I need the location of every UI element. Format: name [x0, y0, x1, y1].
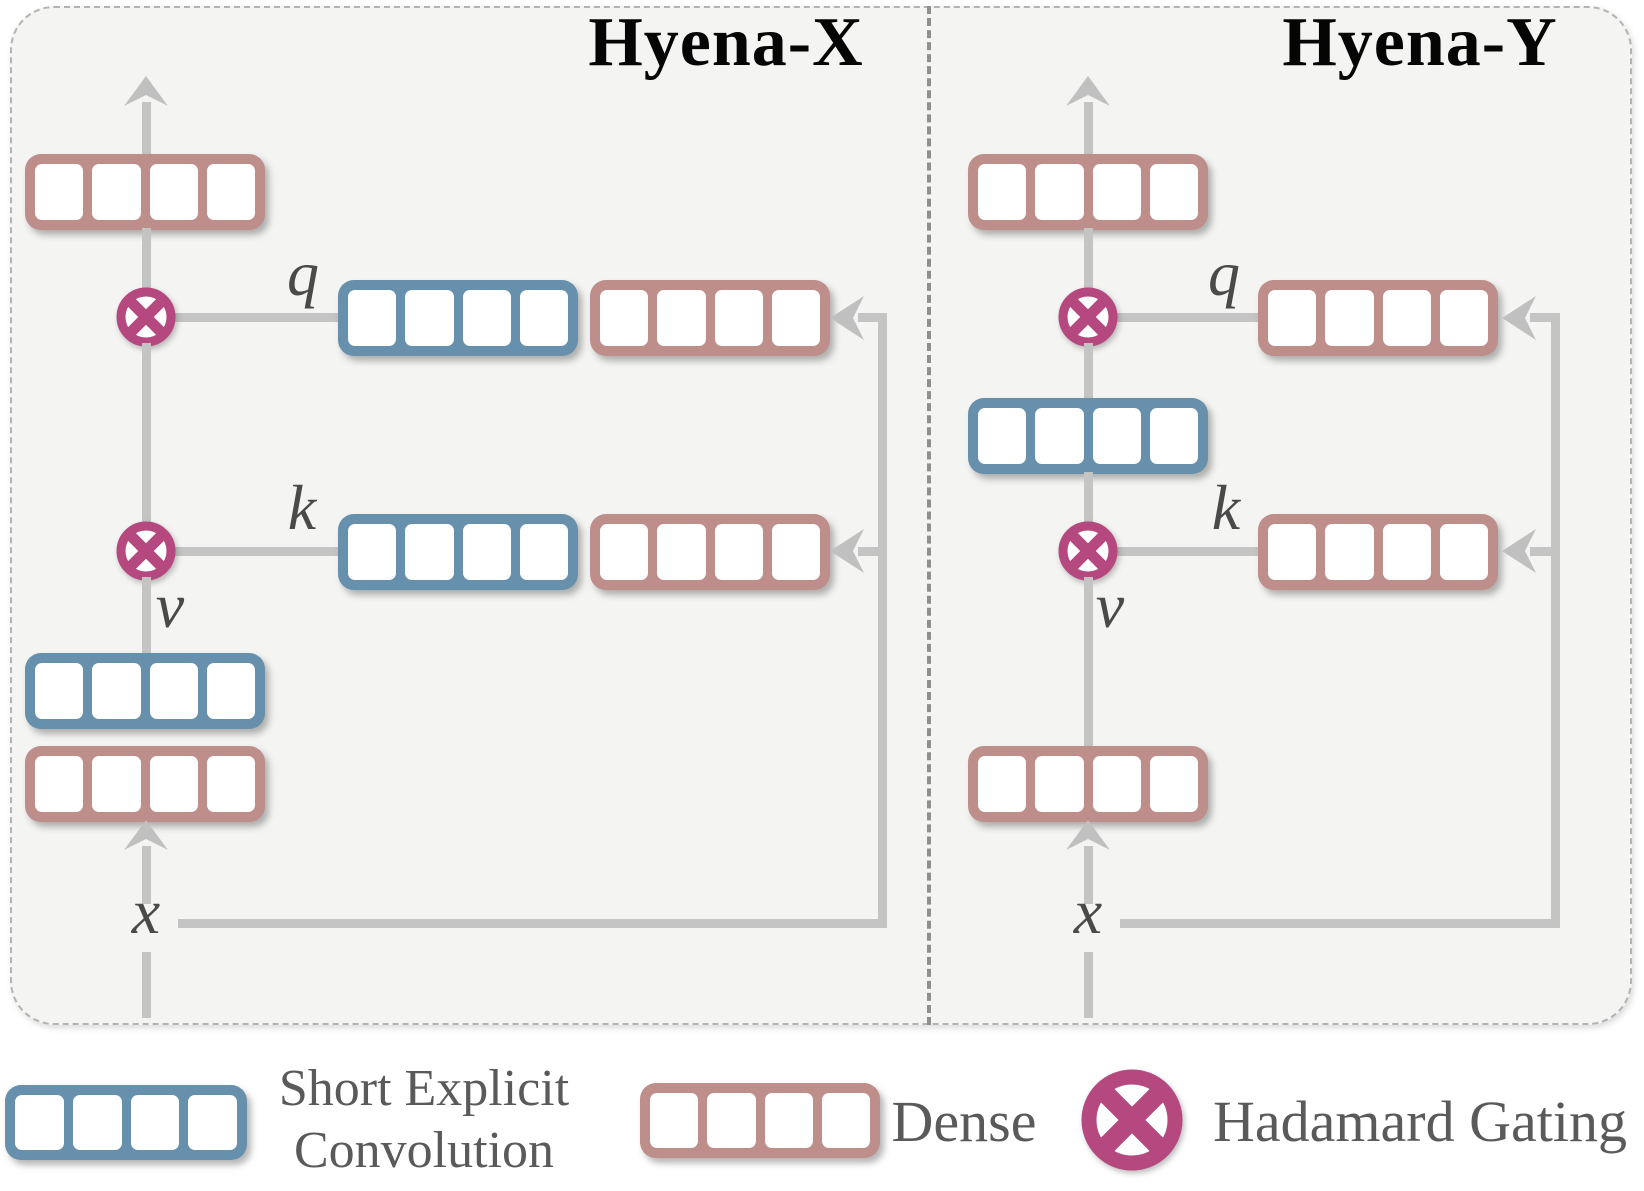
- output-dense-box: [25, 154, 265, 230]
- input-arrow-icon: [124, 820, 168, 850]
- feedback-stub-q: [858, 313, 887, 322]
- legend-gating-label: Hadamard Gating: [1213, 1089, 1627, 1154]
- skip-line-horizontal: [178, 919, 887, 928]
- flow-line-box-to-qgate: [142, 228, 151, 292]
- flow-line-kgate-to-conv: [170, 547, 338, 556]
- skip-line-horizontal: [1120, 919, 1560, 928]
- flow-line-input-arrow: [142, 846, 151, 904]
- feedback-arrow-icon-q: [830, 296, 864, 340]
- v-dense-box: [25, 746, 265, 822]
- flow-line-input-arrow: [1084, 846, 1093, 904]
- x-input-label: x: [1073, 876, 1103, 947]
- panel-divider: [927, 6, 931, 1025]
- flow-line-qgate-to-conv: [1084, 343, 1093, 400]
- legend-conv-box-icon: [5, 1085, 247, 1160]
- v-dense-box: [968, 746, 1208, 822]
- q-dense-box: [1258, 280, 1498, 356]
- feedback-arrow-icon-k: [1502, 529, 1536, 573]
- hadamard-gating-icon-k: [1058, 521, 1118, 581]
- flow-line-box-to-qgate: [1084, 228, 1093, 292]
- v-label: v: [155, 570, 185, 641]
- feedback-arrow-icon-k: [830, 529, 864, 573]
- legend-dense-label: Dense: [891, 1089, 1037, 1154]
- mid-conv-box: [968, 398, 1208, 474]
- flow-line-qgate-to-dense: [1112, 313, 1258, 322]
- flow-line-conv-to-kgate: [1084, 472, 1093, 525]
- q-label: q: [287, 238, 319, 309]
- skip-line-vertical: [878, 313, 887, 928]
- hadamard-gating-icon-q: [1058, 287, 1118, 347]
- output-arrow-icon: [124, 76, 168, 106]
- v-label: v: [1095, 570, 1125, 641]
- output-arrow-icon: [1066, 76, 1110, 106]
- flow-line-output: [142, 102, 151, 156]
- legend-conv-label: Short Explicit Convolution: [248, 1058, 600, 1182]
- flow-line-qgate-to-conv: [170, 313, 338, 322]
- flow-line-output: [1084, 102, 1093, 156]
- flow-line-v: [1084, 577, 1093, 748]
- k-conv-box: [338, 514, 578, 590]
- feedback-arrow-icon-q: [1502, 296, 1536, 340]
- legend-conv-label-line2: Convolution: [293, 1122, 555, 1179]
- q-conv-box: [338, 280, 578, 356]
- hadamard-gating-icon-q: [116, 287, 176, 347]
- x-input-label: x: [131, 876, 161, 947]
- legend-hadamard-gating-icon: [1081, 1069, 1183, 1171]
- input-arrow-icon: [1066, 820, 1110, 850]
- legend-conv-label-line1: Short Explicit: [278, 1060, 570, 1117]
- flow-line-kgate-to-dense: [1112, 547, 1258, 556]
- feedback-stub-k: [858, 547, 887, 556]
- flow-line-qgate-to-kgate: [142, 343, 151, 525]
- feedback-stub-q: [1530, 313, 1559, 322]
- hyena-x-title: Hyena-X: [588, 4, 864, 81]
- v-conv-box: [25, 653, 265, 729]
- feedback-stub-k: [1530, 547, 1559, 556]
- flow-line-input-bottom: [142, 952, 151, 1018]
- flow-line-input-bottom: [1084, 952, 1093, 1018]
- k-dense-box: [590, 514, 830, 590]
- skip-line-vertical: [1551, 313, 1560, 928]
- flow-line-v: [142, 577, 151, 657]
- k-dense-box: [1258, 514, 1498, 590]
- q-label: q: [1208, 238, 1240, 309]
- legend-dense-box-icon: [640, 1083, 880, 1158]
- k-label: k: [287, 472, 317, 543]
- hyena-y-title: Hyena-Y: [1282, 4, 1558, 81]
- hadamard-gating-icon-k: [116, 521, 176, 581]
- q-dense-box: [590, 280, 830, 356]
- k-label: k: [1211, 472, 1241, 543]
- output-dense-box: [968, 154, 1208, 230]
